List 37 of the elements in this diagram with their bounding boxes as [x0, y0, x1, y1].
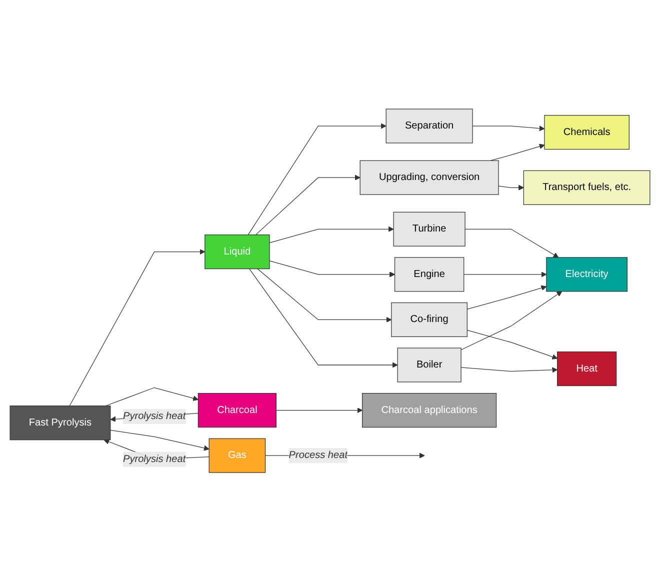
process-box: Upgrading, conversion [360, 160, 499, 196]
process-box: Liquid [204, 234, 270, 270]
process-box: Boiler [397, 348, 462, 382]
arrow [466, 330, 558, 360]
arrow [490, 144, 545, 162]
arrow [255, 175, 360, 236]
arrow [464, 272, 547, 278]
process-box: Chemicals [544, 115, 630, 150]
process-box: Turbine [393, 212, 466, 247]
process-box: Charcoal applications [362, 393, 497, 428]
arrow [257, 268, 392, 323]
edge-label: Pyrolysis heat [122, 409, 186, 424]
process-box: Engine [394, 257, 464, 292]
arrow [69, 249, 206, 406]
arrow [269, 226, 394, 244]
process-box: Fast Pyrolysis [10, 406, 111, 440]
arrow [466, 286, 547, 310]
arrow [276, 408, 363, 414]
arrow [110, 430, 210, 451]
arrow [249, 268, 398, 368]
arrow [248, 123, 386, 236]
process-box: Electricity [546, 257, 628, 292]
edge-label: Process heat [288, 448, 348, 464]
process-box: Transport fuels, etc. [523, 170, 650, 206]
arrow [269, 260, 396, 278]
process-box: Charcoal [198, 393, 277, 428]
arrow [464, 229, 559, 258]
arrow [460, 291, 562, 350]
arrow [472, 126, 545, 132]
edge-label: Pyrolysis heat [122, 452, 186, 468]
process-box: Co-firing [391, 302, 468, 338]
process-box: Separation [386, 108, 473, 144]
arrow [460, 367, 558, 373]
process-box: Heat [557, 352, 617, 386]
arrow [498, 185, 524, 191]
arrow [105, 388, 198, 406]
process-box: Gas [208, 438, 266, 474]
